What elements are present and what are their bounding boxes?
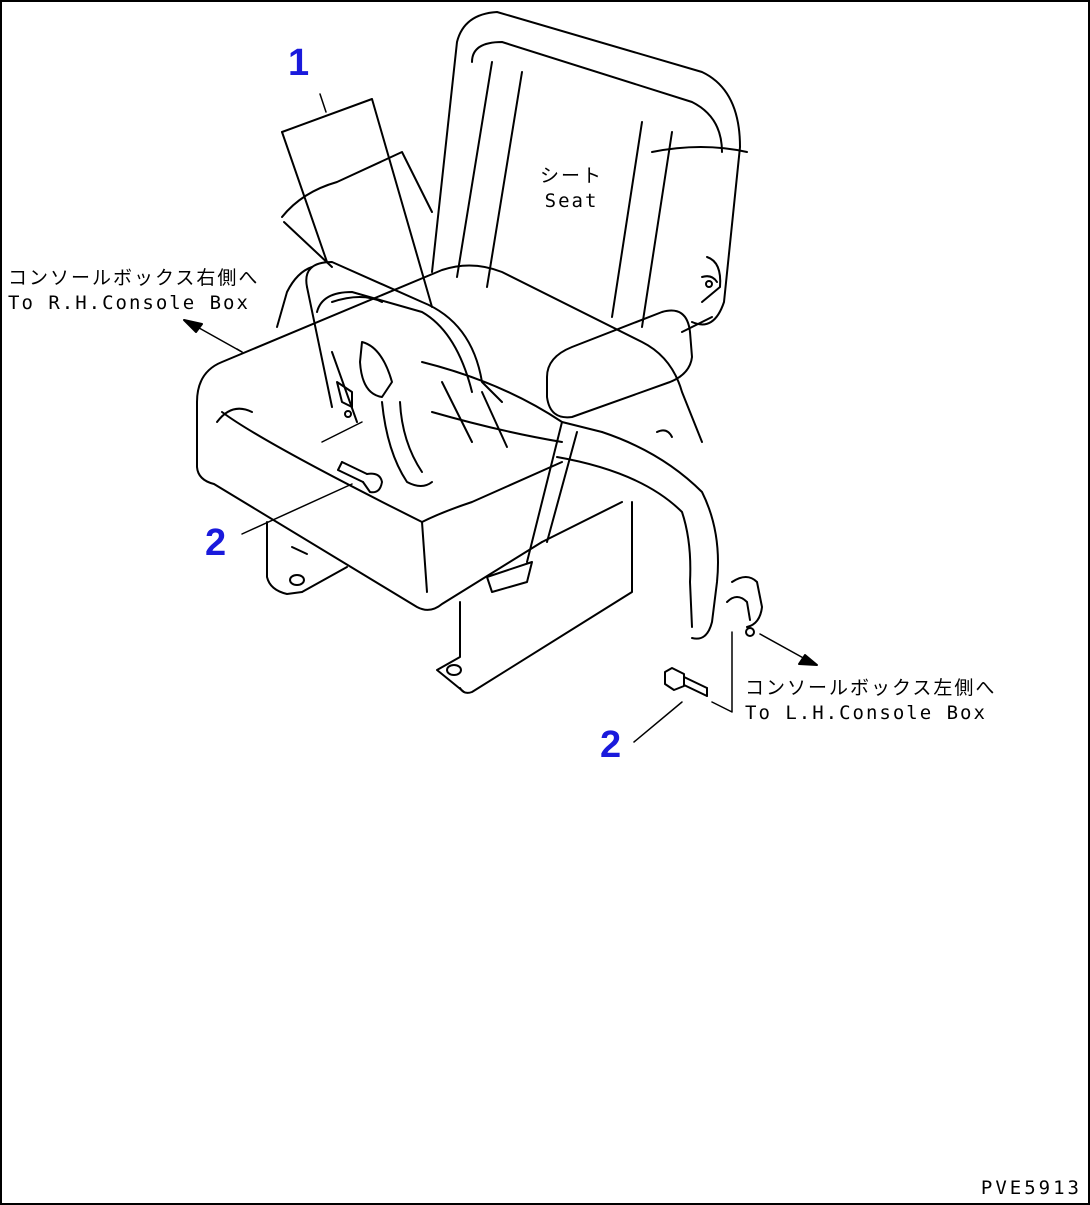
seat-backrest: [431, 11, 748, 328]
seat-belt: [276, 98, 763, 640]
mounting-bolt-right: [664, 667, 708, 697]
armrest: [546, 309, 713, 419]
lh-console-label-en: To L.H.Console Box: [745, 702, 987, 724]
seat-mount-bracket: [266, 501, 633, 694]
arrow-to-rh-console: [183, 319, 243, 353]
leader-lines: [236, 93, 733, 743]
lh-console-label-jp: コンソールボックス左側へ: [745, 677, 997, 699]
lh-console-label: コンソールボックス左側へ To L.H.Console Box: [745, 676, 996, 726]
callout-2-left: 2: [205, 522, 227, 564]
seat-label: シート Seat: [540, 164, 603, 214]
drawing-number: PVE5913: [980, 1177, 1082, 1199]
rh-console-label-en: To R.H.Console Box: [8, 292, 250, 314]
callout-1: 1: [288, 42, 310, 84]
rh-console-label-jp: コンソールボックス右側へ: [8, 267, 260, 289]
callout-2-right: 2: [600, 724, 622, 766]
rh-console-label: コンソールボックス右側へ To R.H.Console Box: [8, 266, 259, 316]
seat-label-en: Seat: [544, 190, 599, 212]
seat-label-jp: シート: [540, 165, 604, 187]
mounting-bolt-left: [337, 461, 383, 494]
seat-cushion: [196, 264, 703, 611]
arrow-to-lh-console: [759, 633, 818, 666]
